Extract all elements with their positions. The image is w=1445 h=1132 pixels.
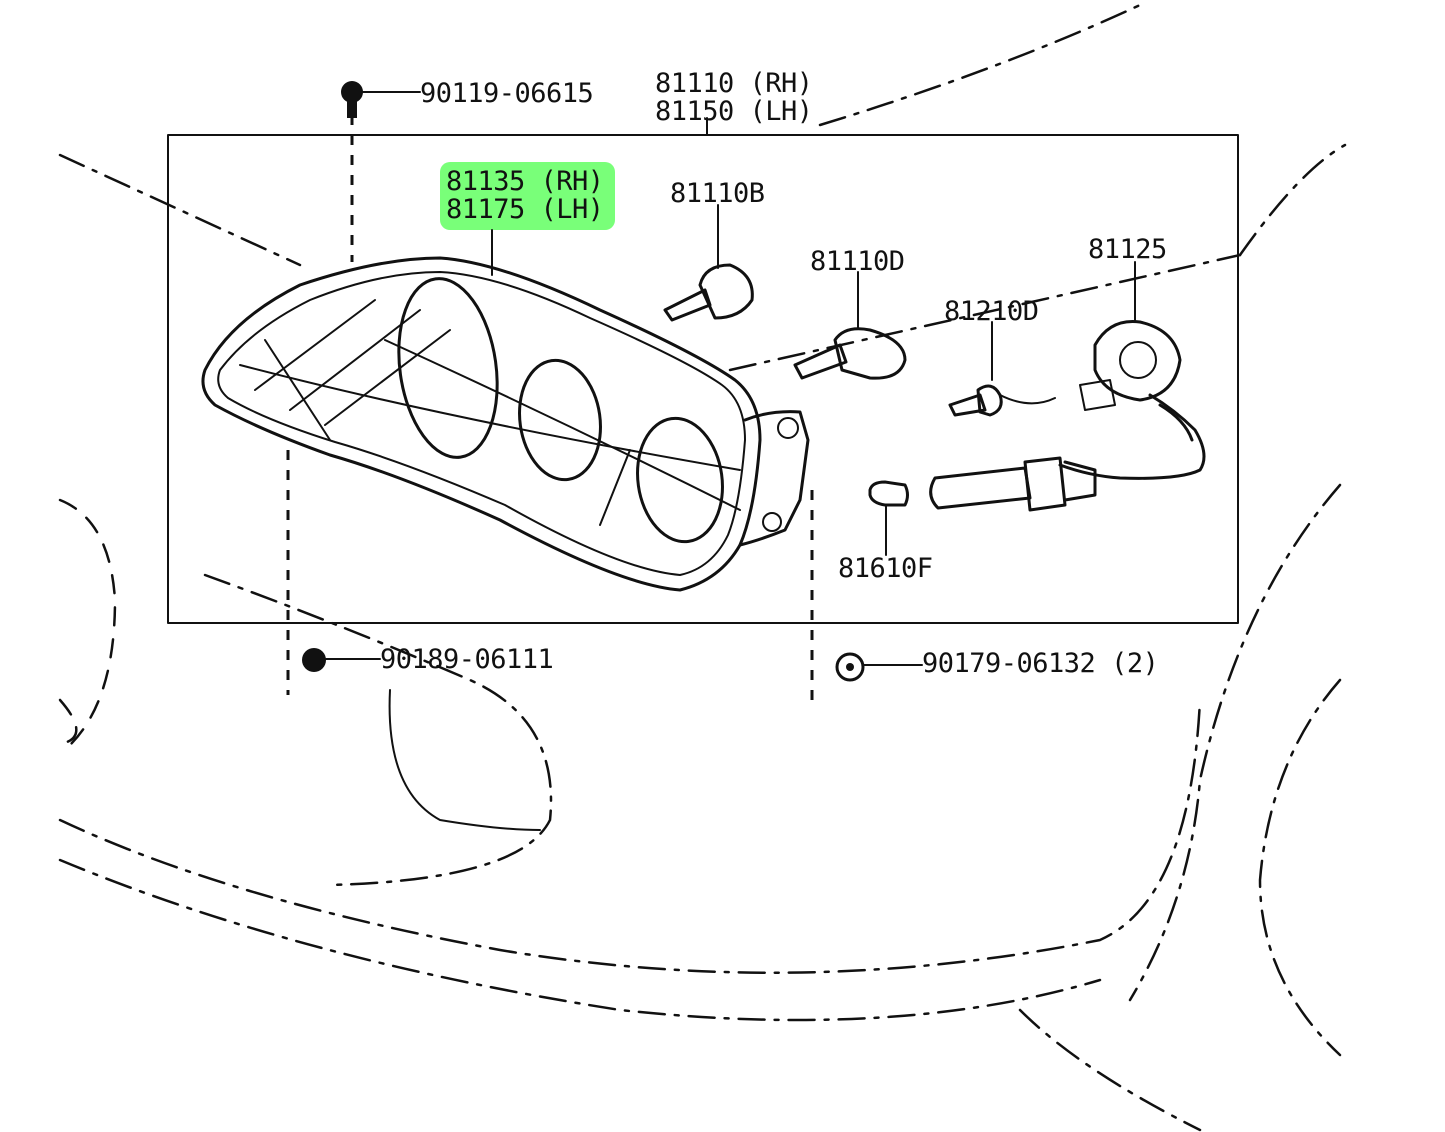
socket-81125-icon — [929, 261, 1206, 512]
label-lens-rh: 81135 (RH) — [446, 166, 604, 197]
label-screw-top: 90119-06615 — [420, 78, 593, 109]
label-bulb-81110b: 81110B — [670, 178, 765, 209]
label-socket-81125: 81125 — [1088, 234, 1167, 265]
label-bulb-81210d: 81210D — [944, 296, 1039, 327]
vehicle-body-outline — [53, 3, 1347, 1132]
bulb-81610f-icon — [868, 480, 909, 556]
bulb-81210d-icon — [948, 321, 1056, 417]
headlamp-lens-drawing — [201, 256, 810, 592]
highlight-lens-label — [440, 162, 615, 230]
bulb-81110b-icon — [663, 204, 754, 322]
mounting-guide-lines — [286, 115, 814, 700]
assembly-frame — [167, 134, 1239, 624]
label-bulb-81610f: 81610F — [838, 553, 933, 584]
label-assembly-rh: 81110 (RH) — [655, 68, 813, 99]
label-screw-right: 90179-06132 (2) — [922, 648, 1158, 679]
nut-left-icon — [302, 648, 326, 672]
screw-right-icon — [835, 652, 865, 682]
screw-top-icon — [341, 81, 363, 118]
label-assembly-lh: 81150 (LH) — [655, 96, 813, 127]
label-lens-lh: 81175 (LH) — [446, 194, 604, 225]
label-nut-left: 90189-06111 — [380, 644, 553, 675]
bulb-81110d-icon — [793, 271, 907, 380]
label-bulb-81110d: 81110D — [810, 246, 905, 277]
